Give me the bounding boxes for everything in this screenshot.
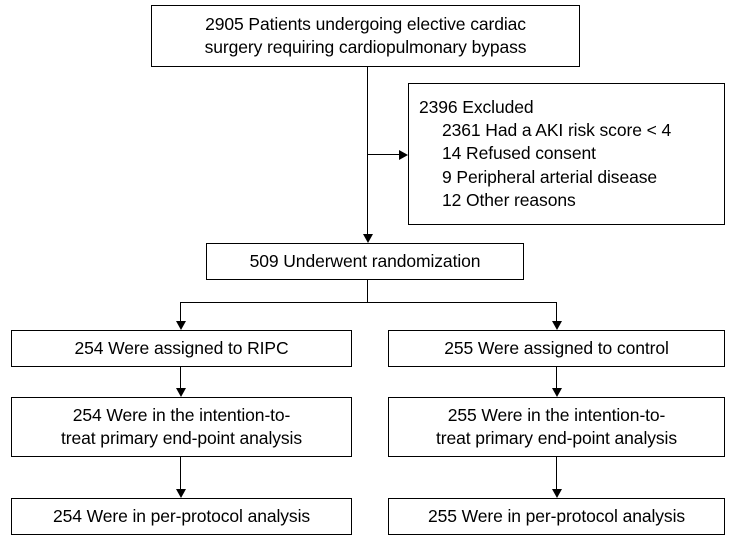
connector-ripc-to-itt — [180, 367, 181, 388]
node-itt-control: 255 Were in the intention-to- treat prim… — [388, 397, 725, 457]
node-randomized: 509 Underwent randomization — [206, 243, 524, 280]
node-excluded-title: 2396 Excluded — [419, 97, 534, 118]
arrowhead-ripc-to-itt — [176, 388, 186, 397]
connector-randomized-fork-bar — [180, 302, 557, 303]
node-enrolled-line1: 2905 Patients undergoing elective cardia… — [205, 13, 526, 34]
node-pp-control: 255 Were in per-protocol analysis — [388, 498, 725, 535]
node-itt-ripc-line2: treat primary end-point analysis — [61, 428, 302, 448]
arrowhead-randomized-to-control — [552, 321, 562, 330]
connector-enrolled-to-excluded — [368, 154, 399, 155]
node-excluded: 2396 Excluded 2361 Had a AKI risk score … — [408, 83, 725, 225]
node-itt-control-line1: 255 Were in the intention-to- — [447, 404, 666, 425]
connector-itt-to-pp-left — [180, 457, 181, 489]
node-itt-control-line2: treat primary end-point analysis — [436, 428, 677, 448]
arrowhead-randomized-to-ripc — [176, 321, 186, 330]
node-pp-ripc-label: 254 Were in per-protocol analysis — [52, 505, 311, 526]
node-itt-ripc-line1: 254 Were in the intention-to- — [72, 404, 291, 425]
node-pp-ripc: 254 Were in per-protocol analysis — [11, 498, 352, 535]
node-enrolled: 2905 Patients undergoing elective cardia… — [151, 5, 580, 67]
arrowhead-enrolled-to-randomized — [362, 234, 373, 243]
node-excluded-reason-2: 9 Peripheral arterial disease — [442, 166, 657, 187]
node-enrolled-line2: surgery requiring cardiopulmonary bypass — [204, 37, 527, 57]
connector-fork-right-drop — [556, 302, 557, 321]
arrowhead-itt-to-pp-left — [176, 489, 186, 498]
node-assigned-control-label: 255 Were assigned to control — [444, 337, 669, 358]
node-excluded-reason-0: 2361 Had a AKI risk score < 4 — [442, 120, 672, 141]
node-itt-ripc: 254 Were in the intention-to- treat prim… — [11, 397, 352, 457]
connector-randomized-fork-stem — [367, 280, 368, 303]
connector-fork-left-drop — [180, 302, 181, 321]
connector-itt-to-pp-right — [556, 457, 557, 489]
node-assigned-control: 255 Were assigned to control — [388, 330, 725, 367]
node-excluded-reason-3: 12 Other reasons — [442, 189, 576, 210]
node-assigned-ripc: 254 Were assigned to RIPC — [11, 330, 352, 367]
arrowhead-enrolled-to-excluded — [399, 149, 408, 160]
connector-enrolled-to-randomized — [367, 67, 368, 234]
node-excluded-reason-1: 14 Refused consent — [442, 143, 596, 164]
node-randomized-label: 509 Underwent randomization — [249, 250, 481, 271]
connector-control-to-itt — [556, 367, 557, 388]
arrowhead-itt-to-pp-right — [552, 489, 562, 498]
node-pp-control-label: 255 Were in per-protocol analysis — [427, 505, 686, 526]
node-assigned-ripc-label: 254 Were assigned to RIPC — [74, 337, 289, 358]
arrowhead-control-to-itt — [552, 388, 562, 397]
